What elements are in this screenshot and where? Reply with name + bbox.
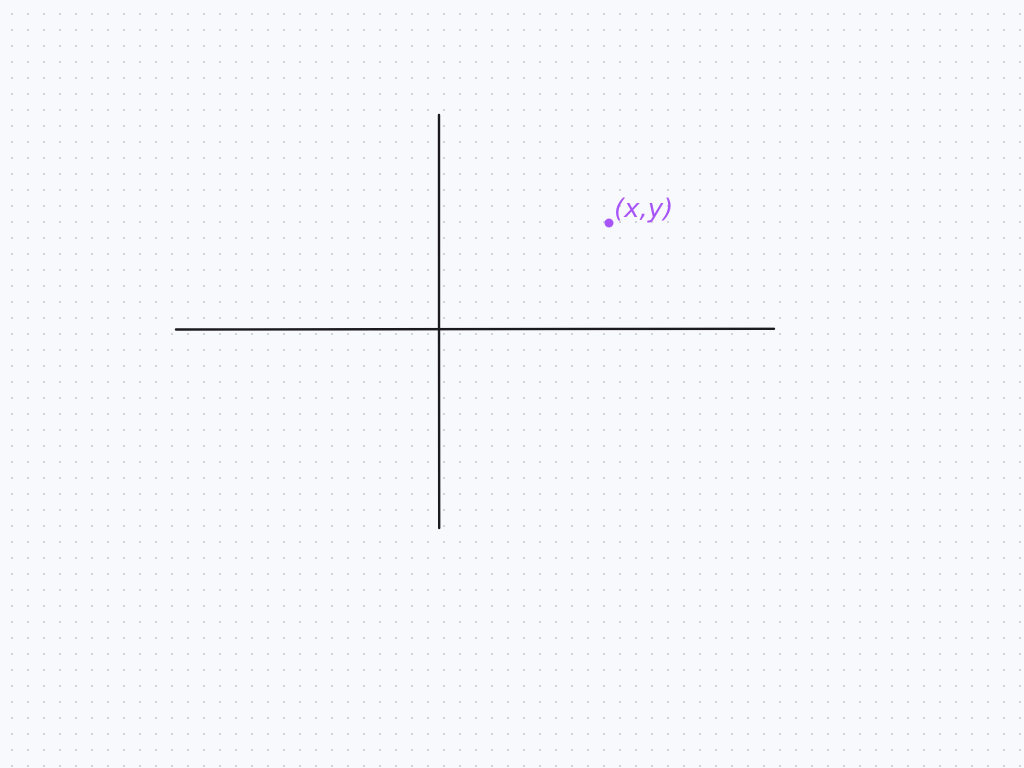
point-label: (x,y) [614,194,673,224]
point-marker [604,218,614,228]
x-axis [174,327,776,331]
